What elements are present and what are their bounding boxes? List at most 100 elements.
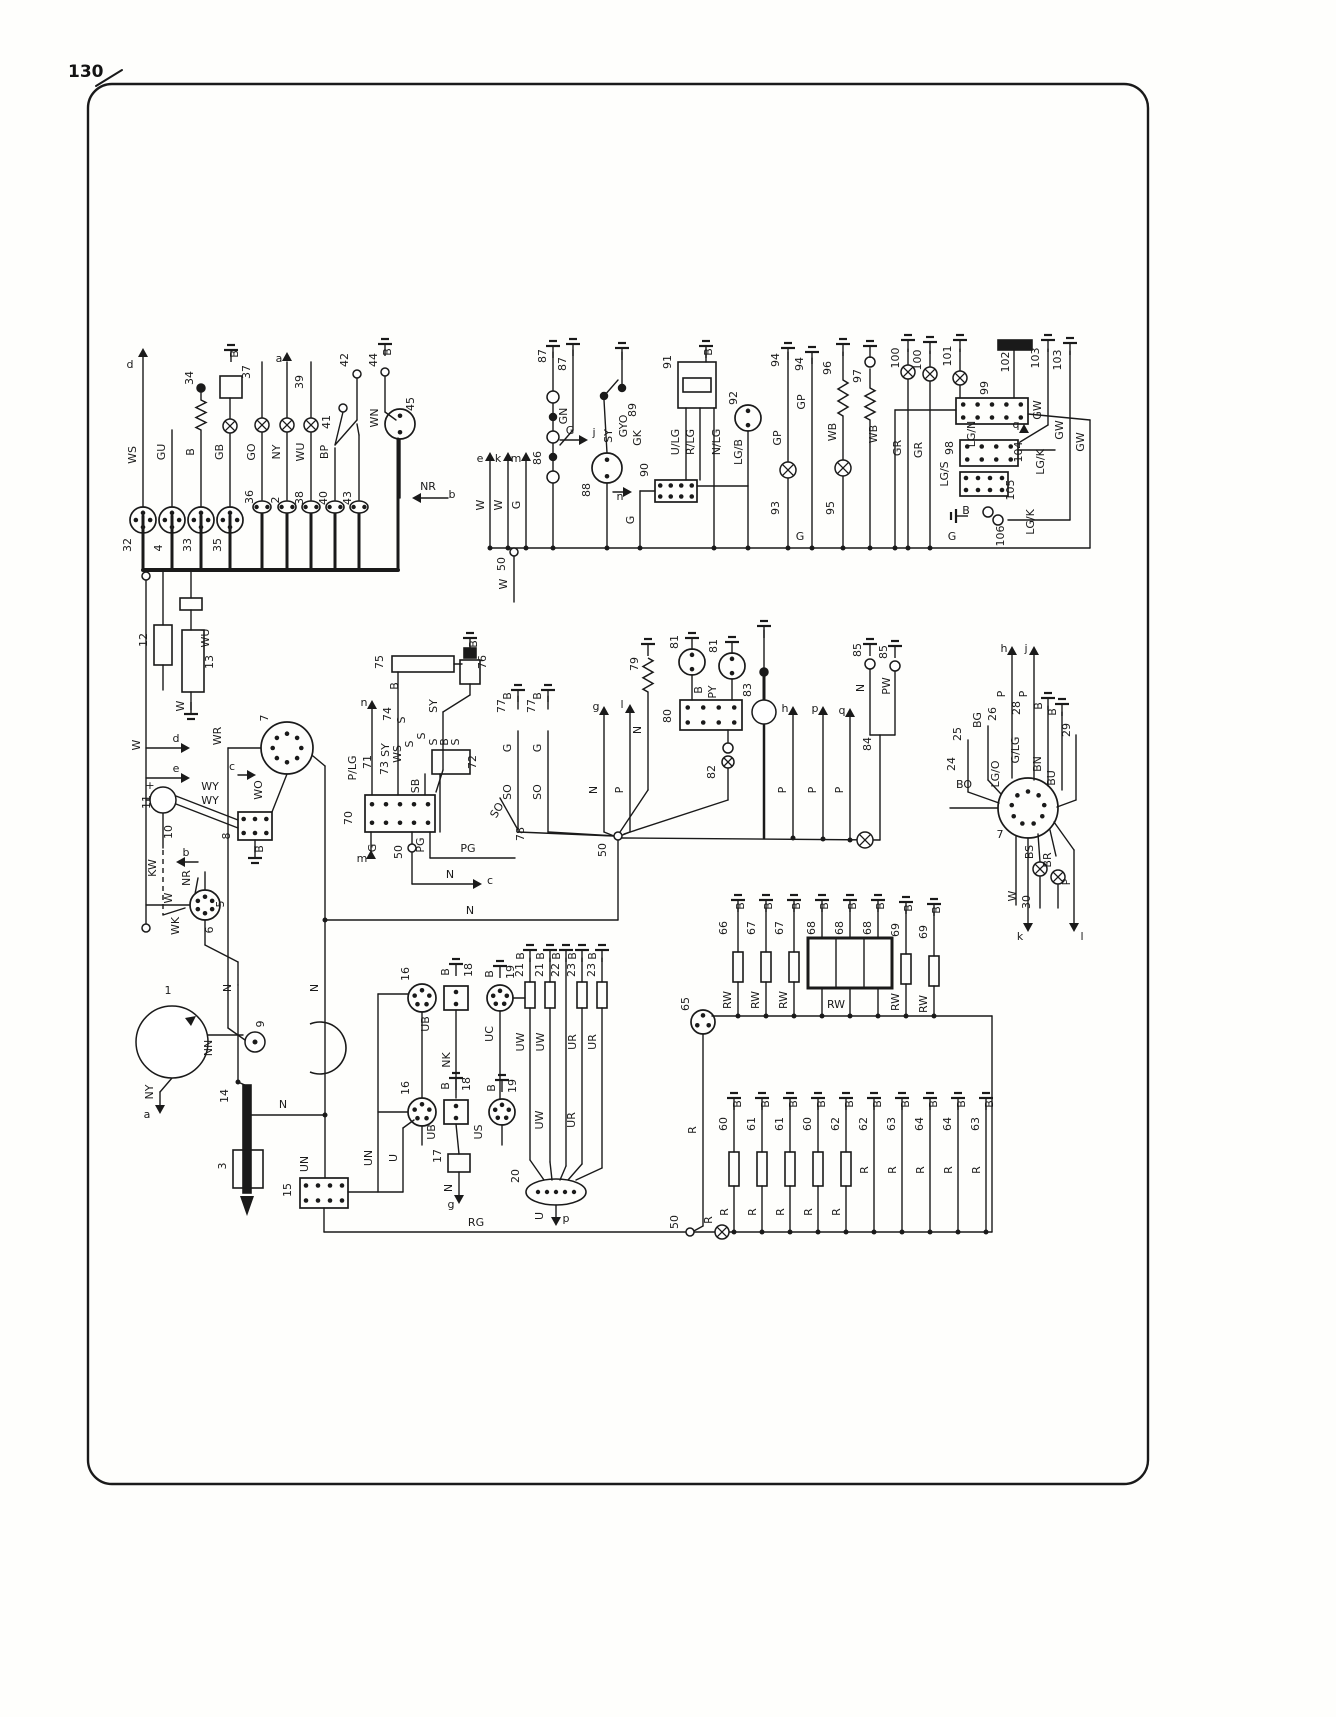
wire-label: n bbox=[617, 490, 624, 503]
component-circle bbox=[196, 383, 206, 393]
junction-dot bbox=[745, 545, 751, 551]
connector-pin bbox=[535, 1189, 541, 1195]
connector-pin bbox=[506, 1107, 512, 1113]
component-rect bbox=[242, 1084, 252, 1194]
connector-block bbox=[299, 1177, 349, 1209]
component-number: 26 bbox=[986, 707, 999, 721]
component-rect bbox=[431, 749, 471, 775]
component-number: 63 bbox=[885, 1117, 898, 1131]
connector-pin bbox=[362, 504, 367, 510]
wire-label: B bbox=[586, 952, 599, 960]
connector-pin bbox=[960, 415, 966, 420]
wire-label: h bbox=[1001, 642, 1008, 655]
component-number: 29 bbox=[1060, 723, 1073, 737]
connector-pin bbox=[265, 504, 270, 510]
connector-pin bbox=[989, 415, 995, 420]
component-number: 67 bbox=[745, 921, 758, 935]
connector-pin bbox=[315, 1183, 321, 1188]
wire-label: S bbox=[449, 738, 462, 745]
wire-line bbox=[95, 69, 123, 87]
wire-label: BG bbox=[971, 712, 984, 728]
wire-label: a bbox=[276, 352, 283, 365]
component-number: 25 bbox=[951, 727, 964, 741]
component-rect bbox=[997, 339, 1033, 351]
wire-label: LG/N bbox=[965, 421, 978, 448]
wire-label: B bbox=[843, 1100, 856, 1108]
wire-label: PY bbox=[706, 685, 719, 698]
connector-pin bbox=[198, 524, 204, 530]
wire-label: g bbox=[593, 700, 600, 713]
wire-label: B bbox=[531, 692, 544, 700]
connector-pin bbox=[303, 1198, 309, 1203]
connector-pin bbox=[227, 524, 233, 530]
wire-label: U bbox=[533, 1212, 546, 1220]
arrow-icon bbox=[412, 493, 421, 503]
connector-pin bbox=[716, 720, 722, 725]
component-number: 61 bbox=[745, 1117, 758, 1131]
wire-label: N bbox=[442, 1184, 455, 1192]
arrow-icon bbox=[181, 743, 190, 753]
component-number: 100 bbox=[889, 348, 902, 369]
component-number: 68 bbox=[861, 921, 874, 935]
wire-label: LG/S bbox=[938, 461, 951, 486]
connector-pin bbox=[220, 517, 226, 523]
connector-pin bbox=[504, 993, 510, 999]
connector-pin bbox=[963, 487, 969, 493]
wire-label: B bbox=[955, 1100, 968, 1108]
connector-pin bbox=[1020, 821, 1025, 826]
component-rect bbox=[596, 981, 608, 1009]
wire-label: BU bbox=[1045, 770, 1058, 786]
connector-pin bbox=[689, 494, 695, 499]
wire-line bbox=[312, 755, 326, 767]
wire-label: B bbox=[1046, 708, 1059, 716]
ground-terminal-icon bbox=[949, 509, 968, 523]
arrow-icon bbox=[818, 706, 828, 715]
connector-pin bbox=[397, 820, 403, 826]
wire-line bbox=[987, 779, 1002, 795]
wire-label: RW bbox=[827, 998, 845, 1011]
wire-label: RW bbox=[889, 993, 902, 1011]
connector-pin bbox=[419, 1102, 425, 1107]
wire-label: PG bbox=[414, 837, 427, 852]
wire-label: B bbox=[439, 968, 452, 976]
component-number: 76 bbox=[476, 655, 489, 669]
connector-pin bbox=[274, 755, 280, 761]
component-number: 79 bbox=[628, 657, 641, 671]
connector-pin bbox=[501, 1001, 507, 1007]
wire-label: R/LG bbox=[684, 429, 697, 455]
wire-label: B bbox=[439, 1082, 452, 1090]
component-number: 102 bbox=[999, 352, 1012, 373]
wire-line bbox=[227, 1027, 246, 1041]
connector-block bbox=[237, 811, 273, 841]
connector-pin bbox=[987, 475, 993, 481]
ground-terminal-icon bbox=[1041, 691, 1055, 710]
connector-pin bbox=[1011, 813, 1017, 819]
connector-ring bbox=[216, 506, 244, 534]
wire-label: GW bbox=[1031, 400, 1044, 420]
wire-label: R bbox=[702, 1216, 715, 1224]
connector-pin bbox=[202, 894, 208, 900]
connector-pin bbox=[252, 830, 258, 836]
wire-label: B bbox=[253, 845, 266, 853]
component-circle bbox=[352, 369, 362, 379]
component-number: 16 bbox=[399, 1081, 412, 1095]
connector-ring bbox=[158, 506, 186, 534]
component-number: 8 bbox=[220, 833, 233, 840]
junction-dot bbox=[505, 545, 511, 551]
wire-label: GK bbox=[631, 429, 644, 446]
component-number: 90 bbox=[638, 463, 651, 477]
component-number: 17 bbox=[431, 1149, 444, 1163]
component-number: 104 bbox=[1012, 442, 1025, 463]
component-number: 41 bbox=[320, 415, 333, 429]
junction-dot bbox=[820, 836, 826, 842]
wire-line bbox=[271, 773, 288, 813]
wire-label: WN bbox=[368, 408, 381, 427]
component-number: 103 bbox=[1051, 350, 1064, 371]
component-rect bbox=[784, 1151, 796, 1187]
junction-dot bbox=[931, 1013, 937, 1019]
connector-pin bbox=[425, 820, 431, 826]
wire-label: UN bbox=[298, 1156, 311, 1172]
connector-pin bbox=[284, 731, 290, 736]
connector-pin bbox=[731, 720, 737, 725]
connector-pin bbox=[993, 444, 999, 449]
